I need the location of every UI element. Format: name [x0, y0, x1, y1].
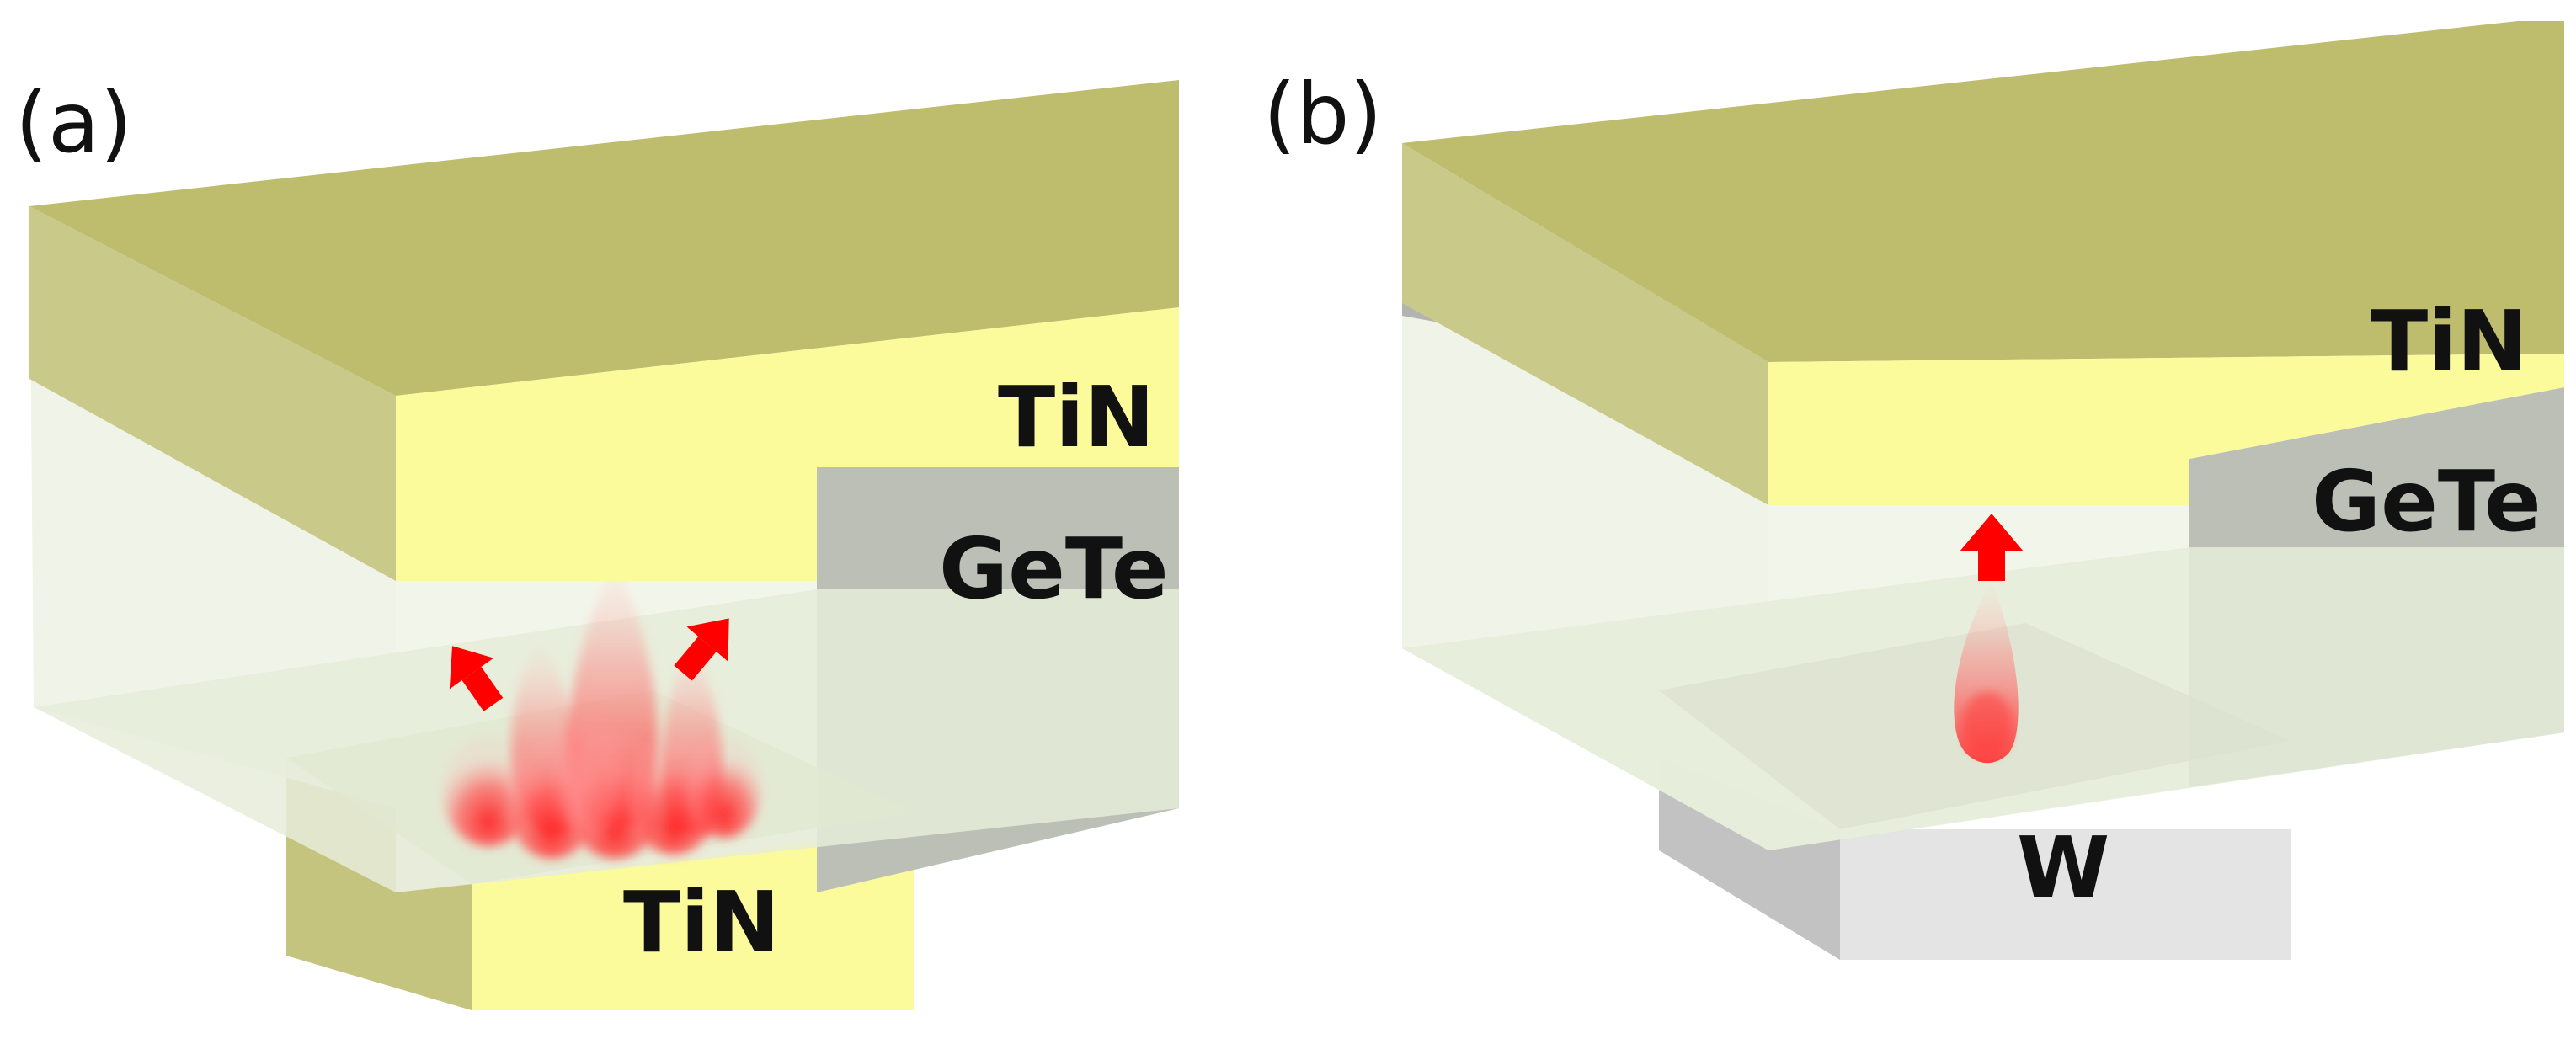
gete-label: GeTe [2312, 452, 2541, 551]
panel-a-label: (a) [15, 73, 132, 172]
heat-glow [556, 716, 623, 834]
top-tin-side [29, 206, 396, 581]
top-tin-top [29, 80, 1179, 396]
heat-filaments [442, 556, 762, 859]
top-tin-front [1768, 354, 2564, 505]
top-tin-top [1402, 21, 2564, 362]
gete-label: GeTe [939, 519, 1169, 618]
bottom-w-label: W [2017, 818, 2109, 917]
bottom-w-front [1840, 829, 2291, 960]
arrow-left [449, 646, 504, 711]
heat-glow [1962, 692, 2013, 756]
top-tin-label: TiN [998, 368, 1155, 466]
panel-b-label: (b) [1263, 65, 1383, 163]
arrow-up [1960, 514, 2024, 581]
panel-b: (b) TiN GeTe W [1263, 21, 2564, 960]
heat-arrows [449, 618, 729, 711]
bottom-tin-label: TiN [623, 873, 780, 972]
top-tin-label: TiN [2371, 292, 2527, 391]
panel-a: (a) [15, 73, 1179, 1010]
arrow-right [674, 618, 729, 681]
top-tin-side [1402, 143, 1768, 505]
top-tin-front [396, 307, 1179, 581]
heat-blob [686, 737, 762, 838]
